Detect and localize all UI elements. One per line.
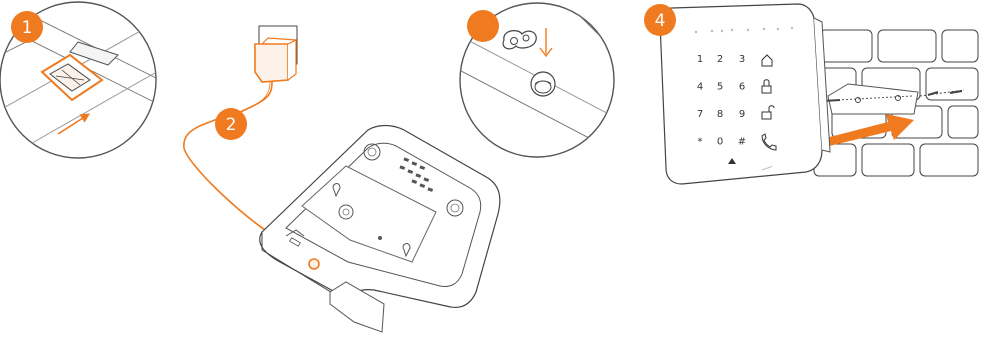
keypad-key: 6	[739, 82, 745, 93]
screw-hole	[531, 72, 555, 96]
keypad-key: 3	[739, 54, 745, 65]
keypad-key: *	[698, 137, 703, 148]
alarm-base-unit	[260, 126, 500, 333]
step1-number: 1	[22, 18, 33, 38]
keyhole-slot	[503, 31, 536, 49]
keypad-key: 9	[739, 109, 745, 120]
keypad-key: 8	[717, 109, 723, 120]
step1-badge: 1	[11, 11, 43, 43]
power-port	[309, 259, 319, 269]
keypad-key: 4	[697, 82, 703, 93]
keypad-key: 0	[717, 137, 723, 148]
power-adapter	[255, 26, 297, 82]
keypad-key: 1	[697, 54, 703, 65]
keypad-key: 2	[717, 54, 723, 65]
keypad-key: #	[738, 137, 746, 148]
step2-badge: 2	[215, 108, 247, 140]
step4-badge: 4	[644, 4, 676, 36]
step3-badge	[467, 10, 499, 42]
keypad-key: 7	[697, 109, 703, 120]
keypad-key: 5	[717, 82, 723, 93]
step2-number: 2	[226, 115, 237, 135]
step4-number: 4	[655, 11, 666, 31]
keypad-device: 1 2 3 4 5 6 7 8 9 * 0 #	[660, 4, 830, 184]
